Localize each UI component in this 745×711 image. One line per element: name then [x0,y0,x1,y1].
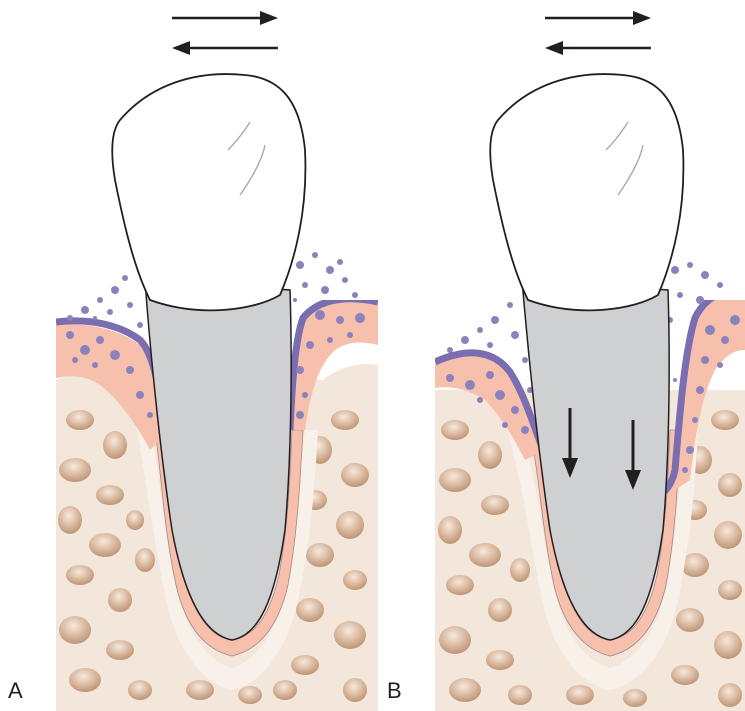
right-arrow [545,11,651,25]
panel-label-a: A [8,678,23,704]
panel-label-b: B [387,678,402,704]
panel-a [56,11,378,711]
left-arrow [545,41,651,55]
panel-b [435,11,745,711]
tooth-crown [490,74,683,310]
tooth-crown [112,74,305,310]
right-arrow [172,11,278,25]
left-arrow [172,41,278,55]
